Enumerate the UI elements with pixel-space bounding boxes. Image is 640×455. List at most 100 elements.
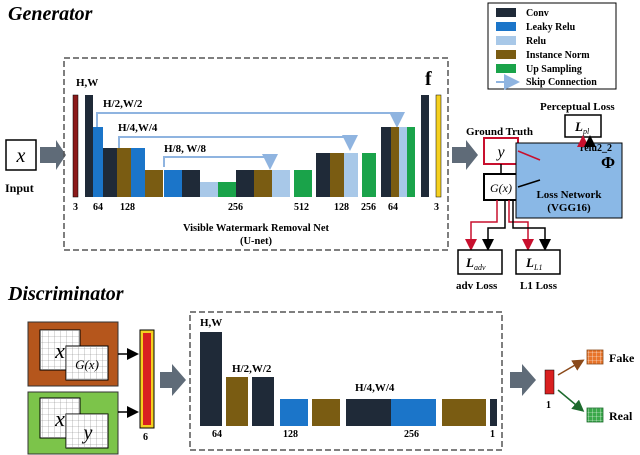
gen-ch-3b: 3 xyxy=(434,202,439,213)
unet-box-letter: f xyxy=(425,68,432,90)
perceptual-loss-label: Perceptual Loss xyxy=(540,101,615,113)
ground-truth-y: y xyxy=(495,144,505,161)
gen-layer-conv xyxy=(103,148,117,197)
loss-network-box xyxy=(515,142,623,219)
gen-ch-64: 64 xyxy=(93,202,103,213)
gx-to-l1-red xyxy=(508,200,534,251)
gen-layer-inorm xyxy=(254,170,272,197)
legend: Conv Leaky Relu Relu Instance Norm Up Sa… xyxy=(487,2,617,90)
l1-loss-label: L1 Loss xyxy=(520,280,558,292)
real-label: Real xyxy=(609,409,633,423)
real-arrow xyxy=(557,389,585,412)
gen-ch-128: 128 xyxy=(120,202,135,213)
gen-layer-relu xyxy=(272,170,290,197)
gen-dim-h8: H/8, W/8 xyxy=(164,143,206,155)
gen-layer-leaky xyxy=(164,170,182,197)
gen-layer-upsample xyxy=(218,182,236,197)
disc-ch-128: 128 xyxy=(283,429,298,440)
skip-connection-1 xyxy=(96,112,405,128)
input-label: Input xyxy=(5,181,34,195)
real-pair-y-grid xyxy=(66,414,108,448)
concat-channels: 6 xyxy=(143,432,148,443)
fake-pair-gx-grid xyxy=(66,346,108,380)
discriminator-title: Discriminator xyxy=(7,283,124,305)
gen-layer-input xyxy=(72,94,79,198)
gen-layer-output xyxy=(435,94,442,198)
gen-layer-relu xyxy=(344,153,358,197)
gen-layer-conv xyxy=(316,153,330,197)
generator-title: Generator xyxy=(8,3,93,25)
legend-label-inorm: Instance Norm xyxy=(526,50,590,61)
gen-ch-128b: 128 xyxy=(334,202,349,213)
disc-ch-256: 256 xyxy=(404,429,419,440)
disc-layer-conv xyxy=(252,377,274,426)
disc-layer-conv-a xyxy=(346,399,391,426)
gen-dim-h2: H/2,W/2 xyxy=(103,98,143,110)
disc-input-arrow xyxy=(160,364,186,396)
l1-sub: L1 xyxy=(533,263,542,272)
disc-layer-inorm xyxy=(312,399,340,426)
gen-ch-512: 512 xyxy=(294,202,309,213)
relu-label: relu2_2 xyxy=(580,143,612,154)
disc-layer-leaky xyxy=(280,399,308,426)
disc-box xyxy=(189,311,503,451)
ladv-sub: adv xyxy=(474,263,486,272)
legend-label-upsample: Up Sampling xyxy=(526,64,582,75)
adv-loss-label: adv Loss xyxy=(456,280,498,292)
gen-dim-hw: H,W xyxy=(76,77,98,89)
lpl-symbol: L xyxy=(574,119,583,134)
input-box xyxy=(5,139,37,171)
y-to-vgg-line xyxy=(517,150,541,161)
ladv-box xyxy=(457,249,503,275)
unet-label-2: (U-net) xyxy=(240,236,273,247)
legend-swatch-leaky xyxy=(496,22,516,31)
disc-output-ch: 1 xyxy=(546,400,551,411)
gen-layer-inorm xyxy=(391,127,399,197)
legend-swatch-conv xyxy=(496,8,516,17)
gen-layer-conv xyxy=(381,127,391,197)
gen-ch-256b: 256 xyxy=(361,202,376,213)
disc-output-arrow xyxy=(510,364,536,396)
vgg-label: (VGG16) xyxy=(547,202,591,214)
legend-swatch-inorm xyxy=(496,50,516,59)
l1-symbol: L xyxy=(525,255,534,270)
gen-layer-relu xyxy=(399,127,407,197)
gen-output-arrow xyxy=(452,140,478,170)
gen-layer-upsample xyxy=(294,170,312,197)
l1-box xyxy=(515,249,561,275)
gen-layer-leaky xyxy=(131,148,145,197)
gx-to-ladv-black xyxy=(482,200,506,251)
fake-pair-gx: G(x) xyxy=(75,357,99,372)
gen-ch-3: 3 xyxy=(73,202,78,213)
legend-label-skip: Skip Connection xyxy=(526,77,597,88)
disc-ch-1: 1 xyxy=(490,429,495,440)
disc-layer-inorm xyxy=(226,377,248,426)
fake-output-icon xyxy=(586,349,604,365)
real-pair-y: y xyxy=(82,422,93,444)
skip-connection-2 xyxy=(118,135,358,151)
fake-pair-x: x xyxy=(54,338,65,363)
gen-ch-64b: 64 xyxy=(388,202,398,213)
unet-label-1: Visible Watermark Removal Net xyxy=(183,223,330,234)
legend-label-leaky: Leaky Relu xyxy=(526,22,576,33)
legend-swatch-relu xyxy=(496,36,516,45)
gx-to-vgg-line xyxy=(517,179,541,188)
legend-label-conv: Conv xyxy=(526,8,549,19)
gen-layer-upsample xyxy=(362,153,376,197)
gen-layer-leaky xyxy=(93,127,103,197)
gen-layer-conv xyxy=(85,95,93,197)
disc-layer-conv xyxy=(200,332,222,426)
gx-to-l1-black xyxy=(512,200,551,251)
input-arrow xyxy=(40,140,66,170)
legend-label-relu: Relu xyxy=(526,36,546,47)
ladv-symbol: L xyxy=(465,255,474,270)
gen-layer-conv xyxy=(236,170,254,197)
phi-symbol: Φ xyxy=(601,153,615,172)
gen-layer-relu xyxy=(200,182,218,197)
gen-layer-upsample xyxy=(407,127,415,197)
disc-dim-hw: H,W xyxy=(200,317,222,329)
skip-connection-3 xyxy=(163,154,278,170)
loss-network-label: Loss Network xyxy=(536,189,602,201)
concat-inner xyxy=(143,333,151,425)
